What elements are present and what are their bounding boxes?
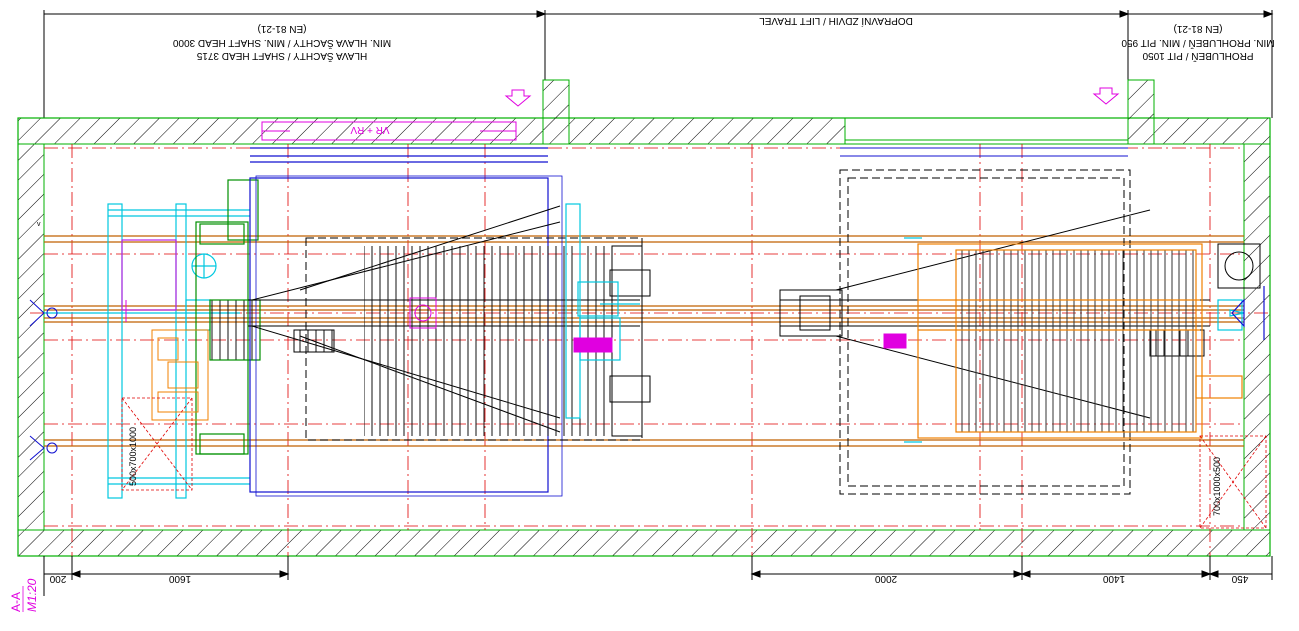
left-machine-magenta [121,239,177,322]
dim-1400: 1400 [1102,573,1125,584]
right-car-top-rail [840,147,1128,157]
right-magenta-parts [883,333,907,349]
vr-rv-text-group: VR + RV [350,124,389,135]
dim-450: 450 [1231,573,1248,584]
vr-rv-label: VR + RV [350,124,389,135]
lift-travel-label: DOPRAVNÍ ZDVIH / LIFT TRAVEL [759,15,913,28]
pit-line2: MIN. PROHLUBEŇ / MIN. PIT 950 [1121,37,1275,50]
left-motor-orange [151,329,209,421]
level-arrow-left [504,89,532,107]
dim-2000: 2000 [874,573,897,584]
opening-box-right [1199,435,1267,529]
dim-200: 200 [49,573,66,584]
pit-line3: (EN 81-21) [1174,23,1223,34]
bottom-dimensions [43,556,1273,596]
dim-200-group: 200 [49,573,66,584]
dim-450-group: 450 [1231,573,1248,584]
shaft-head-line2: MIN. HLAVA ŠACHTY / MIN. SHAFT HEAD 3000 [172,37,391,50]
shaft-head-text: HLAVA ŠACHTY / SHAFT HEAD 3715 MIN. HLAV… [172,23,391,63]
left-drive-green [195,179,261,455]
pit-line1: PROHLUBEŇ / PIT 1050 [1142,50,1253,63]
dim-1400-group: 1400 [1102,573,1125,584]
opening-box-left [121,397,193,491]
shaft-head-line3: (EN 81-21) [258,23,307,34]
dim-1600: 1600 [168,573,191,584]
opening-label-left: 500x700x1000 [128,427,138,486]
top-dimension-zone [43,10,1274,118]
dim-1600-group: 1600 [168,573,191,584]
section-scale: M1:20 [25,578,39,612]
right-machine [1217,243,1261,289]
lift-travel-text: DOPRAVNÍ ZDVIH / LIFT TRAVEL [759,15,913,28]
dim-2000-group: 2000 [874,573,897,584]
section-name: A-A [9,592,23,612]
side-mark: v [37,221,41,228]
right-cyan-parts [904,237,1245,443]
right-platform-orange [917,243,1243,439]
vr-rv-box [261,121,517,141]
left-buffers [29,299,58,461]
left-machine-cyan [44,203,250,499]
car-magenta-parts [409,297,613,353]
right-buffer-blue [1231,286,1265,340]
level-arrow-right [1092,87,1120,105]
shaft-head-line1: HLAVA ŠACHTY / SHAFT HEAD 3715 [196,50,367,63]
car-sling-left [248,205,651,441]
pit-text: PROHLUBEŇ / PIT 1050 MIN. PROHLUBEŇ / MI… [1121,23,1275,63]
section-label: A-A M1:20 [9,578,39,612]
opening-label-right: 700x1000x500 [1212,457,1222,516]
